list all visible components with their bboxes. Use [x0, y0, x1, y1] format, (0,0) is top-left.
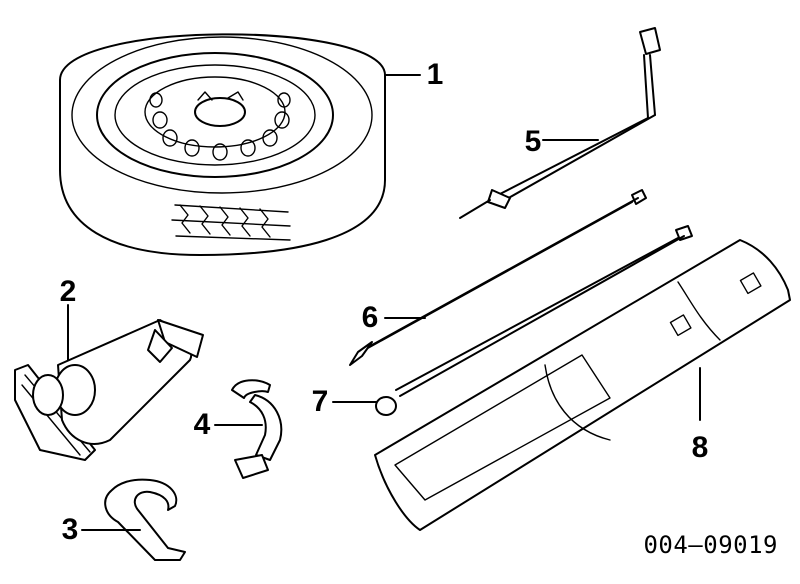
instruction-label [374, 239, 791, 531]
jack [14, 304, 204, 461]
reference-code: 004—09019 [643, 531, 778, 559]
callout-1: 1 [426, 58, 444, 91]
spare-tire [59, 33, 421, 256]
tread-pattern [171, 204, 291, 241]
callout-7: 7 [311, 385, 329, 418]
callout-2: 2 [59, 275, 77, 308]
callout-5: 5 [524, 125, 542, 158]
extension-rod [349, 189, 647, 366]
wheel-holes [149, 92, 291, 161]
callout-4: 4 [193, 408, 211, 441]
callout-3: 3 [61, 513, 79, 546]
lug-wrench [459, 27, 661, 219]
callout-6: 6 [361, 301, 379, 334]
callout-8: 8 [691, 431, 709, 464]
extension-rod-2 [332, 225, 693, 416]
strap [214, 379, 283, 479]
hook [81, 478, 186, 561]
